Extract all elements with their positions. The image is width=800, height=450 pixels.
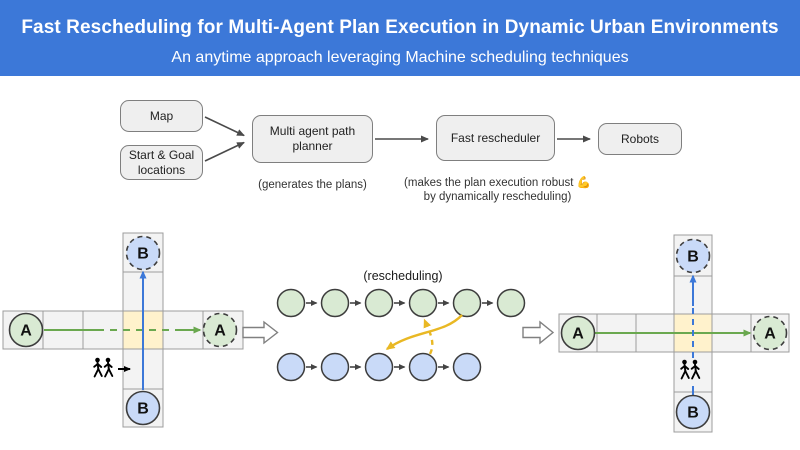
rescheduler-caption-line1: (makes the plan execution robust [404, 177, 574, 189]
intersection-after: A A B B [558, 234, 790, 433]
agent-a-goal: A [752, 315, 788, 351]
transition-arrow-left [242, 320, 279, 345]
plan-step-node [320, 288, 350, 318]
rescheduler-label: Fast rescheduler [450, 130, 541, 145]
pedestrians-icon [93, 356, 114, 378]
planner-label: Multi agent path planner [269, 124, 356, 153]
slide-subtitle: An anytime approach leveraging Machine s… [171, 49, 629, 66]
intersection-before: A A B B [2, 232, 244, 428]
agent-a-start: A [560, 315, 596, 351]
agent-b-start: B [125, 390, 161, 426]
header-banner: Fast Rescheduling for Multi-Agent Plan E… [0, 0, 800, 76]
flowchart-node-robots: Robots [598, 123, 682, 155]
slide-title: Fast Rescheduling for Multi-Agent Plan E… [21, 17, 779, 38]
flowchart-arrows [204, 116, 591, 162]
svg-text:A: A [572, 326, 584, 343]
agent-a-start: A [8, 312, 44, 348]
map-label: Map [149, 108, 174, 123]
svg-text:A: A [764, 326, 776, 343]
plan-step-node [408, 288, 438, 318]
agent-b-goal: B [675, 238, 711, 274]
start-goal-label: Start & Goal locations [128, 147, 195, 177]
robots-label: Robots [620, 131, 660, 146]
plan-step-node [408, 352, 438, 382]
svg-text:B: B [687, 249, 699, 266]
svg-text:A: A [20, 323, 32, 340]
plan-step-node [452, 352, 482, 382]
rescheduling-diagram: (rescheduling) [276, 269, 526, 382]
flowchart-node-planner: Multi agent path planner [252, 115, 373, 163]
reschedule-dependency-arrow [423, 318, 434, 355]
agent-b-plan-chain [276, 352, 482, 382]
agent-b-goal: B [125, 235, 161, 271]
rescheduler-caption-line2: by dynamically rescheduling) [423, 191, 572, 204]
plan-step-node [364, 352, 394, 382]
svg-text:B: B [687, 405, 699, 422]
grid-cell [673, 351, 713, 393]
rescheduler-caption: (makes the plan execution robust 💪 by dy… [395, 176, 600, 204]
reschedule-move-arrow [385, 314, 463, 350]
arrow-startgoal-to-planner [204, 141, 245, 162]
planner-caption: (generates the plans) [258, 179, 367, 191]
svg-text:A: A [214, 323, 226, 340]
flexed-biceps-icon: 💪 [576, 177, 591, 189]
plan-step-node [276, 288, 306, 318]
agent-b-start: B [675, 394, 711, 430]
svg-text:B: B [137, 246, 149, 263]
plan-step-node [496, 288, 526, 318]
flowchart-node-start-goal: Start & Goal locations [120, 145, 203, 180]
flowchart-node-rescheduler: Fast rescheduler [436, 115, 555, 161]
plan-step-node [320, 352, 350, 382]
transition-arrow-right [522, 320, 555, 345]
flowchart-node-map: Map [120, 100, 203, 132]
plan-step-node [452, 288, 482, 318]
agent-a-goal: A [202, 312, 238, 348]
plan-step-node [276, 352, 306, 382]
arrow-map-to-planner [204, 116, 245, 137]
plan-step-node [364, 288, 394, 318]
agent-a-plan-chain [276, 288, 526, 318]
svg-text:B: B [137, 401, 149, 418]
rescheduling-label: (rescheduling) [363, 269, 442, 283]
